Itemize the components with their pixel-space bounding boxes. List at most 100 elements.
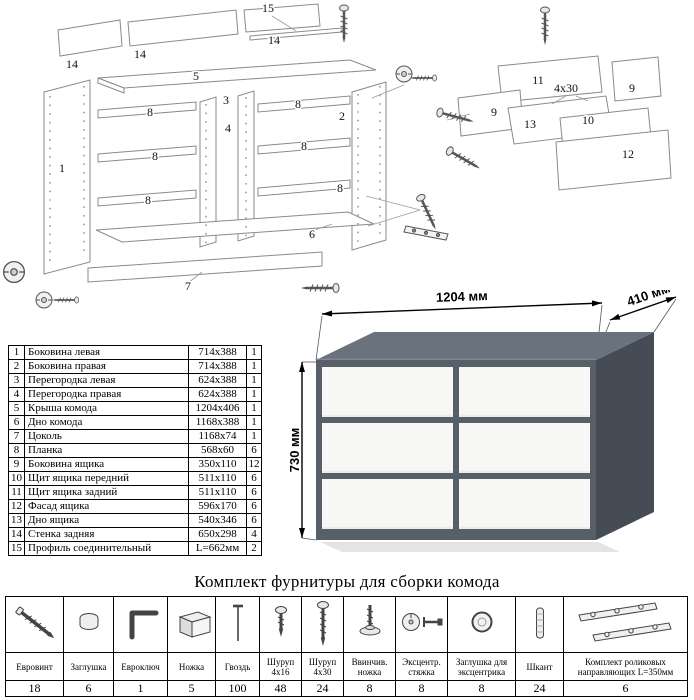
part-name: Щит ящика передний [24, 471, 189, 486]
left-partition [199, 96, 217, 248]
part-name: Стенка задняя [24, 527, 189, 542]
part-qty: 6 [246, 443, 262, 458]
diagram-label: 8 [295, 97, 301, 111]
part-size: 624x388 [188, 373, 247, 388]
screw-icon [539, 5, 551, 47]
hardware-qty: 8 [343, 680, 396, 697]
hardware-name: Евроключ [113, 652, 168, 681]
screw-icon [443, 144, 484, 174]
cam-lock-icon [35, 291, 53, 309]
part-name: Щит ящика задний [24, 485, 189, 500]
part-name: Боковина ящика [24, 457, 189, 472]
diagram-label: 5 [193, 69, 199, 83]
part-size: 1168x388 [188, 415, 247, 430]
part-qty: 2 [246, 541, 262, 556]
hardware-qty: 24 [301, 680, 344, 697]
part-name: Боковина правая [24, 359, 189, 374]
diagram-label: 12 [622, 147, 634, 161]
hardware-name: Ввинчив. ножка [343, 652, 396, 681]
screw-4x30-icon [316, 601, 329, 646]
diagram-label: 9 [629, 81, 635, 95]
cam-bolt-icon [401, 613, 442, 631]
nail-icon [232, 604, 243, 641]
part-number: 5 [8, 401, 25, 416]
cap-icon [79, 613, 98, 630]
dresser-side-face [596, 332, 654, 540]
diagram-label: 15 [262, 1, 274, 15]
dresser-render: 1204 мм 410 мм 730 мм [287, 280, 677, 552]
diagram-label: 14 [66, 57, 78, 71]
hardware-name: Ножка [167, 652, 216, 681]
part-name: Планка [24, 443, 189, 458]
back-wall-panel [127, 9, 239, 47]
hardware-name: Эксцентр. стяжка [395, 652, 448, 681]
diagram-label: 8 [145, 193, 151, 207]
part-number: 3 [8, 373, 25, 388]
part-name: Цоколь [24, 429, 189, 444]
hardware-name: Заглушка [63, 652, 114, 681]
hardware-name: Гвоздь [215, 652, 260, 681]
part-number: 11 [8, 485, 25, 500]
hardware-name: Шуруп 4x16 [259, 652, 302, 681]
cabinet-panels [43, 3, 387, 283]
plank [257, 137, 351, 155]
right-side-panel [351, 81, 387, 251]
hardware-qty: 24 [515, 680, 564, 697]
part-size: 714x388 [188, 345, 247, 360]
hardware-qty: 6 [63, 680, 114, 697]
roller-rails-icon [577, 602, 672, 642]
part-qty: 1 [246, 373, 262, 388]
diagram-label: 8 [152, 149, 158, 163]
part-size: 650x298 [188, 527, 247, 542]
part-qty: 1 [246, 387, 262, 402]
hardware-name: Заглушка для эксцентрика [447, 652, 516, 681]
hardware-qty: 6 [563, 680, 688, 697]
left-side-panel [43, 79, 91, 275]
hardware-names-row: Евровинт Заглушка Евроключ Ножка Гвоздь … [5, 652, 688, 681]
dresser-top-face [316, 332, 654, 360]
diagram-label: 14 [134, 47, 146, 61]
euroscrew-icon [14, 606, 54, 639]
drawer-front [322, 367, 453, 417]
back-wall-panel [57, 19, 123, 57]
hardware-name: Шуруп 4x30 [301, 652, 344, 681]
diagram-label: 6 [309, 227, 315, 241]
diagram-label: 4x30 [554, 81, 578, 95]
part-size: 540x346 [188, 513, 247, 528]
part-number: 1 [8, 345, 25, 360]
drawer-back-panel [497, 55, 603, 103]
back-wall-panel [243, 3, 321, 33]
bolt-icon [51, 295, 80, 305]
drawer-facade [555, 129, 672, 191]
part-name: Перегородка правая [24, 387, 189, 402]
drill-hole-rows [49, 86, 381, 268]
hardware-name: Комплект роликовых направляющих L=350мм [563, 652, 688, 681]
part-name: Дно комода [24, 415, 189, 430]
hardware-qty-row: 18 6 1 5 100 48 24 8 8 8 24 6 [5, 680, 688, 697]
floor-shadow [320, 542, 620, 552]
dimension-lines [301, 296, 677, 538]
plank [97, 189, 197, 207]
part-qty: 4 [246, 527, 262, 542]
drawer-side-panel [611, 56, 662, 102]
hardware-name: Евровинт [5, 652, 64, 681]
screw-icon [414, 191, 441, 233]
diagram-labels: 15 14 14 14 5 1 3 4 2 8 8 8 8 8 8 6 7 11… [58, 0, 637, 295]
part-number: 12 [8, 499, 25, 514]
diagram-label: 2 [339, 109, 345, 123]
part-size: 350x110 [188, 457, 247, 472]
threaded-foot-icon [359, 605, 380, 636]
hardware-name: Шкант [515, 652, 564, 681]
dresser-figure: 1204 мм 410 мм 730 мм [286, 280, 692, 577]
part-name: Дно ящика [24, 513, 189, 528]
diagram-label: 14 [268, 33, 280, 47]
height-dimension-label: 730 мм [287, 428, 302, 473]
